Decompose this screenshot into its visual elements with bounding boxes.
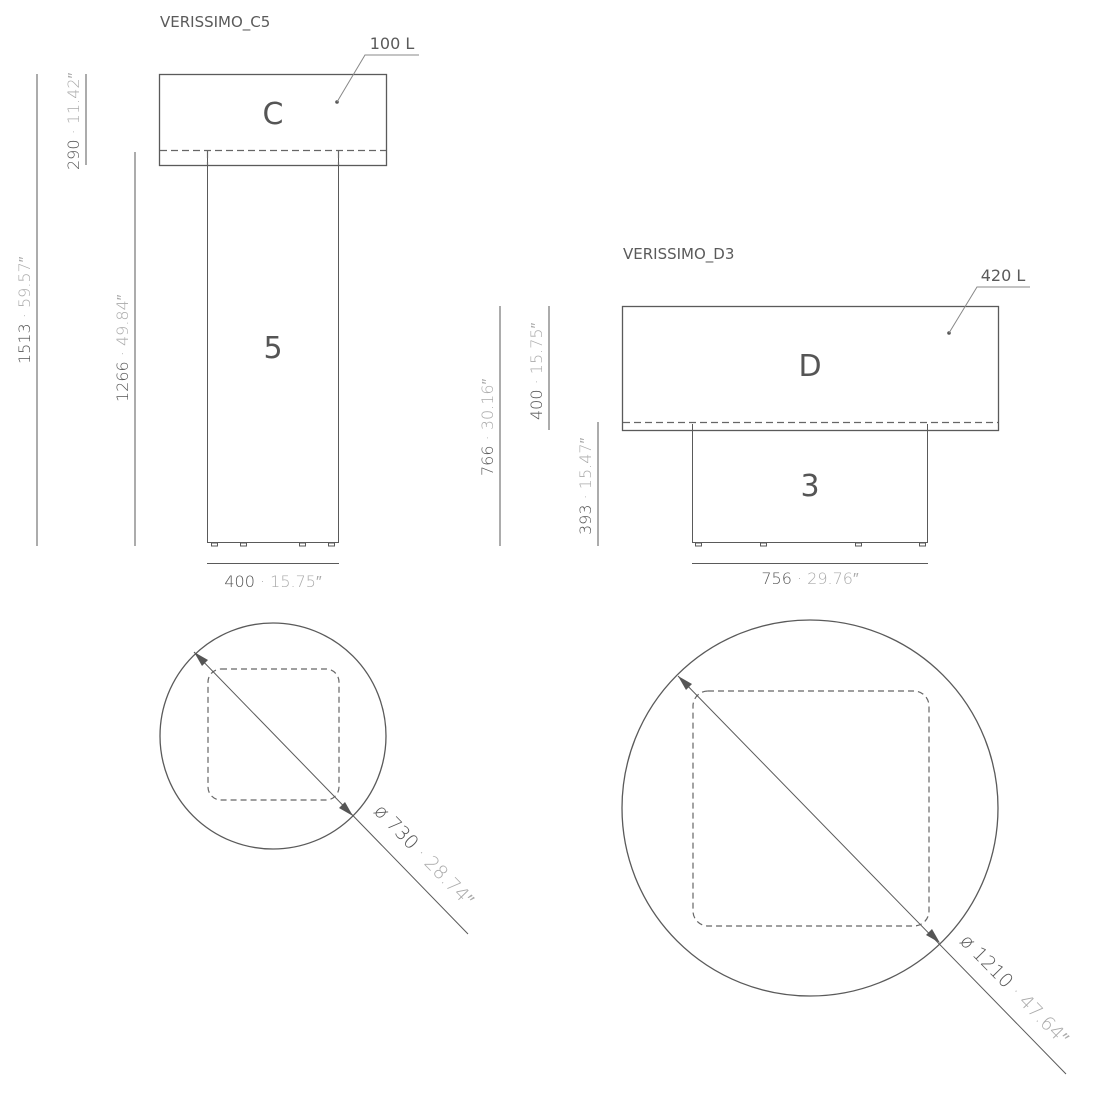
c5-base-module xyxy=(207,151,339,543)
d3-top-height-label: 400 · 15.75″ xyxy=(527,322,546,420)
c5-plan-circle xyxy=(159,622,387,850)
d3-base-module-label: 3 xyxy=(800,469,819,504)
c5-total-height-label: 1513 · 59.57″ xyxy=(15,256,34,364)
d3-plan-base-footprint xyxy=(692,690,930,927)
d3-diameter-arrow-end xyxy=(926,929,940,943)
c5-volume-label: 100 L xyxy=(370,34,415,53)
d3-plan: ø 1210 · 47.64″ xyxy=(621,619,1073,1075)
c5-diameter-arrow-end xyxy=(339,802,353,816)
c5-base-height-label: 1266 · 49.84″ xyxy=(113,294,132,402)
d3-diameter-label: ø 1210 · 47.64″ xyxy=(955,930,1073,1049)
c5-diameter-arrow-start xyxy=(194,652,208,666)
c5-feet xyxy=(211,542,335,547)
c5-elevation: VERISSIMO_C5 1513 · 59.57″ 290 · 11.42″ … xyxy=(15,13,419,591)
d3-width-label: 756 · 29.76″ xyxy=(761,569,859,588)
c5-volume-leader xyxy=(336,54,419,103)
d3-feet xyxy=(695,542,926,547)
c5-base-module-label: 5 xyxy=(263,331,282,366)
d3-total-height-label: 766 · 30.16″ xyxy=(478,378,497,476)
d3-volume-label: 420 L xyxy=(981,266,1026,285)
c5-top-module xyxy=(158,73,388,167)
c5-top-height-label: 290 · 11.42″ xyxy=(64,72,83,170)
c5-width-label: 400 · 15.75″ xyxy=(224,572,322,591)
c5-plan: ø 730 · 28.74″ xyxy=(159,622,478,935)
d3-diameter-arrow-start xyxy=(678,676,692,690)
c5-title: VERISSIMO_C5 xyxy=(160,13,270,32)
c5-top-module-label: C xyxy=(263,97,284,132)
d3-top-module xyxy=(621,305,1000,432)
d3-base-height-label: 393 · 15.47″ xyxy=(576,437,595,535)
d3-top-module-label: D xyxy=(798,349,821,384)
d3-volume-leader xyxy=(948,286,1030,334)
d3-title: VERISSIMO_D3 xyxy=(623,245,734,264)
c5-diameter-line xyxy=(193,651,469,935)
d3-plan-circle xyxy=(621,619,999,997)
d3-base-module xyxy=(692,424,928,543)
c5-diameter-label: ø 730 · 28.74″ xyxy=(369,800,478,911)
c5-plan-base-footprint xyxy=(207,668,340,801)
d3-elevation: VERISSIMO_D3 766 · 30.16″ 400 · 15.75″ 3… xyxy=(478,245,1030,588)
d3-diameter-line xyxy=(677,675,1067,1075)
